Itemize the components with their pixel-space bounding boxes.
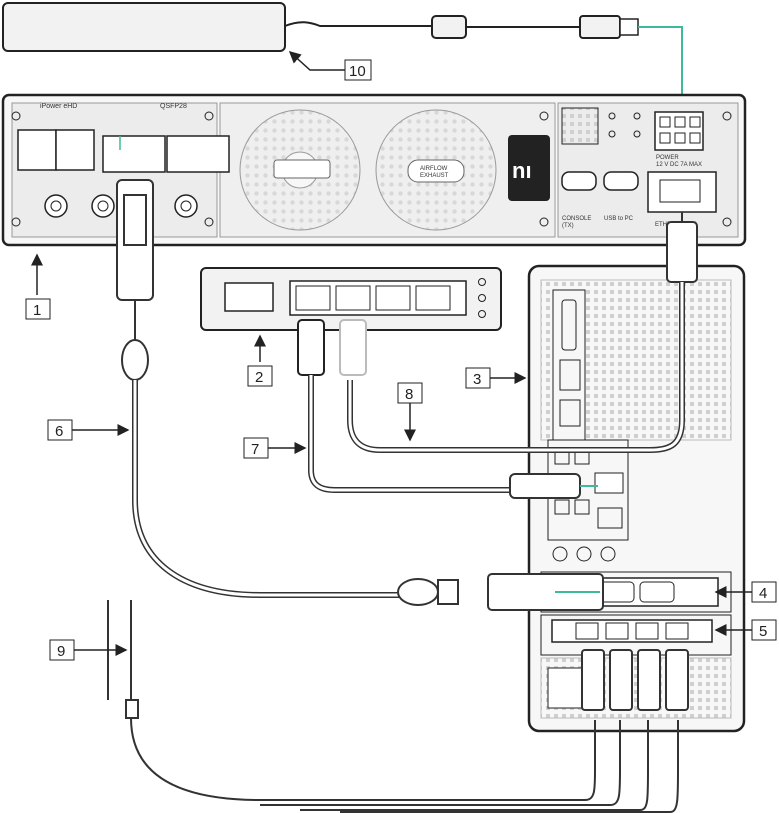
callout-3: 3: [473, 371, 481, 388]
power-supply: [2, 2, 683, 112]
callout-10: 10: [349, 63, 366, 80]
cables: [107, 179, 698, 813]
brand-top-label: iPower eHD: [40, 103, 77, 110]
callout-7: 7: [251, 441, 259, 458]
callout-4: 4: [759, 585, 767, 602]
callouts: 1 2 3 4 5 6 7 8 9 10: [25, 50, 777, 661]
callout-8: 8: [405, 386, 413, 403]
usb-label: USB to PC: [604, 216, 634, 222]
host-pc: [527, 264, 746, 733]
qsfp-label: QSFP28: [160, 103, 187, 110]
callout-1: 1: [33, 302, 41, 319]
network-switch: [200, 267, 502, 331]
callout-5: 5: [759, 623, 767, 640]
callout-9: 9: [57, 643, 65, 660]
brand-logo: nı: [512, 158, 532, 183]
callout-6: 6: [55, 423, 63, 440]
console-label: CONSOLE(TX): [562, 216, 591, 229]
callout-2: 2: [255, 369, 263, 386]
